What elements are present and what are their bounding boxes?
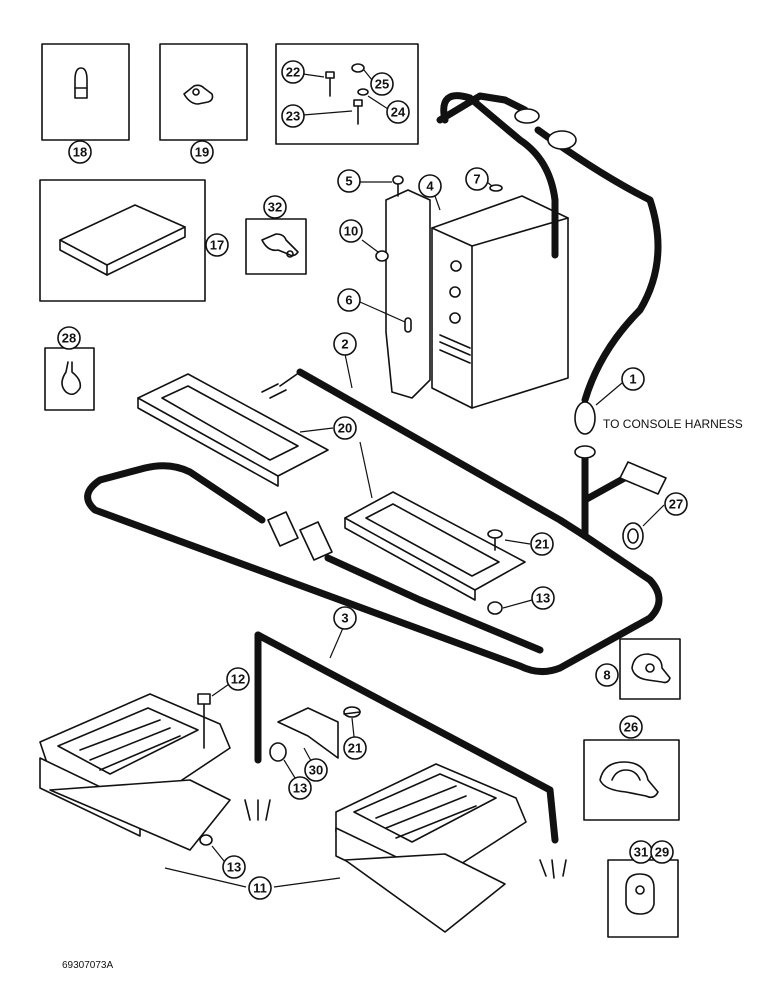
callout-6: 6 [337,288,361,312]
harness-branch-connector [581,461,667,504]
svg-text:30: 30 [309,763,323,778]
svg-text:24: 24 [391,105,406,120]
control-module [431,195,569,409]
callout-22: 22 [281,60,305,84]
svg-text:21: 21 [535,537,549,552]
callout-21-lower: 21 [343,736,367,760]
svg-text:1: 1 [629,372,636,387]
sensor-pad-lower [344,491,526,601]
svg-text:28: 28 [62,331,76,346]
inset-part-18 [41,43,130,141]
callout-17: 17 [205,233,229,257]
callout-1: 1 [621,367,645,391]
bolt-12 [197,693,211,749]
harness-plugs-center [267,511,544,654]
callout-18: 18 [68,140,92,164]
callout-20: 20 [333,416,357,440]
svg-text:31: 31 [634,845,648,860]
mounting-bracket [385,189,431,399]
svg-text:13: 13 [536,591,550,606]
bar-module-right [335,763,527,933]
callout-23: 23 [281,104,305,128]
callout-13-mid: 13 [531,586,555,610]
svg-text:8: 8 [603,668,610,683]
svg-text:32: 32 [268,200,282,215]
screw-5 [392,175,404,197]
svg-text:27: 27 [669,497,683,512]
inset-part-8 [619,638,681,700]
callout-31: 31 [629,840,653,864]
callout-13-bottom: 13 [222,855,246,879]
svg-text:13: 13 [227,860,241,875]
svg-text:29: 29 [655,845,669,860]
inset-parts-29-31 [607,859,679,938]
inset-part-17 [39,179,206,302]
grommet-27 [622,522,644,550]
callout-21-mid: 21 [530,532,554,556]
inset-parts-22-25 [275,43,419,145]
callout-26: 26 [619,715,643,739]
callout-32: 32 [263,195,287,219]
callout-5: 5 [337,169,361,193]
svg-text:26: 26 [624,720,638,735]
callout-10: 10 [339,219,363,243]
callout-8: 8 [595,663,619,687]
screw-21-lower [343,706,361,718]
callout-24: 24 [386,100,410,124]
inset-part-32 [245,218,307,275]
svg-text:6: 6 [345,293,352,308]
callout-25: 25 [370,72,394,96]
harness-lower [244,631,567,879]
bracket-30 [277,707,339,759]
svg-text:19: 19 [195,145,209,160]
svg-text:22: 22 [286,65,300,80]
callout-2: 2 [333,332,357,356]
callout-19: 19 [190,140,214,164]
svg-text:23: 23 [286,109,300,124]
svg-text:21: 21 [348,741,362,756]
figure-id: 69307073A [62,960,113,971]
callout-27: 27 [664,492,688,516]
svg-text:2: 2 [341,337,348,352]
svg-text:12: 12 [231,672,245,687]
harness-cable-1 [436,92,662,459]
callout-4: 4 [418,174,442,198]
callout-7: 7 [465,167,489,191]
svg-text:20: 20 [338,421,352,436]
callout-30: 30 [304,758,328,782]
nut-13-bottom [199,834,213,846]
nut-7 [489,184,503,192]
callout-29: 29 [650,840,674,864]
inset-part-26 [583,739,680,821]
svg-text:5: 5 [345,174,352,189]
svg-text:10: 10 [344,224,358,239]
inset-part-19 [159,43,248,141]
callout-3: 3 [333,606,357,630]
callout-12: 12 [226,667,250,691]
svg-text:17: 17 [210,238,224,253]
inset-part-28 [44,347,95,411]
screw-10 [375,250,389,262]
bar-module-left [39,693,231,851]
svg-text:25: 25 [375,77,389,92]
nut-13-mid [487,601,503,615]
callout-13-lower: 13 [288,776,312,800]
screw-21-mid [487,529,503,551]
svg-text:11: 11 [253,881,267,896]
sensor-pad-upper [137,373,329,487]
svg-text:4: 4 [426,179,434,194]
svg-text:7: 7 [473,172,480,187]
callout-11: 11 [248,876,272,900]
harness-loop [84,451,663,675]
svg-text:3: 3 [341,611,348,626]
console-harness-note: TO CONSOLE HARNESS [603,417,743,431]
svg-text:13: 13 [293,781,307,796]
callout-28: 28 [57,326,81,350]
nut-13-lower [269,742,287,762]
harness-main [261,368,589,540]
svg-text:18: 18 [73,145,87,160]
